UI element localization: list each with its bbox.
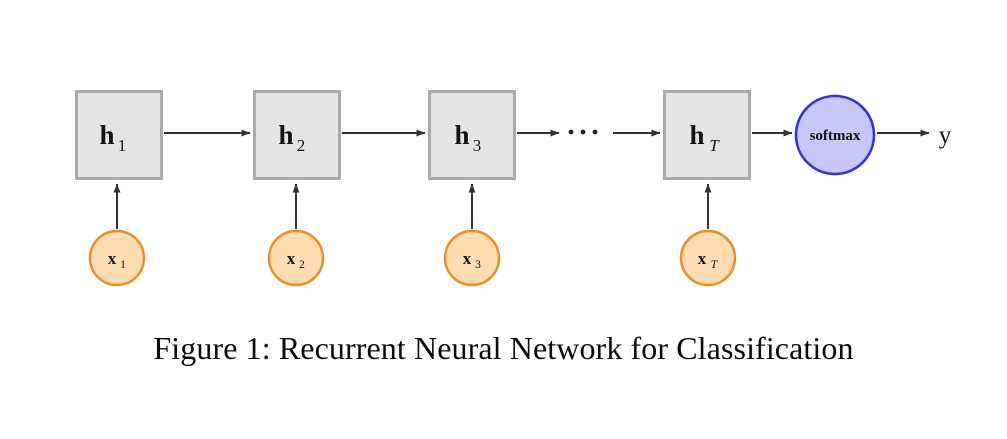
figure-caption: Figure 1: Recurrent Neural Network for C…: [153, 330, 854, 366]
hidden-state-subscript-h1: 1: [118, 136, 127, 155]
hidden-state-box-h2: [253, 90, 341, 180]
hidden-state-node-h2[interactable]: h 2: [253, 90, 341, 180]
input-node-x3[interactable]: x 3: [443, 229, 501, 287]
hidden-state-box-h3: [428, 90, 516, 180]
input-arrow-group: [113, 183, 712, 229]
input-subscript-x1: 1: [120, 259, 126, 271]
hidden-state-node-h3[interactable]: h 3: [428, 90, 516, 180]
input-subscript-xT: T: [711, 259, 719, 271]
hidden-state-label-h2: h: [278, 120, 293, 150]
input-node-xT[interactable]: x T: [679, 229, 737, 287]
input-subscript-x3: 3: [475, 259, 481, 271]
input-subscript-x2: 2: [299, 259, 305, 271]
input-label-x1: x: [108, 249, 117, 268]
input-node-group: x 1 x 2 x 3 x T: [88, 229, 737, 287]
hidden-state-group: h 1 h 2 h 3 h T: [75, 90, 751, 180]
hidden-state-node-hT[interactable]: h T: [663, 90, 751, 180]
hidden-state-label-h1: h: [99, 120, 114, 150]
hidden-state-subscript-h2: 2: [297, 136, 306, 155]
hidden-state-box-h1: [75, 90, 163, 180]
hidden-state-label-h3: h: [454, 120, 469, 150]
softmax-node[interactable]: softmax: [794, 94, 876, 176]
input-circle-x3: [443, 229, 501, 287]
input-label-x3: x: [463, 249, 472, 268]
ellipsis-icon: [568, 129, 598, 135]
input-label-xT: x: [698, 249, 707, 268]
softmax-label: softmax: [810, 128, 861, 144]
hidden-state-subscript-h3: 3: [473, 136, 482, 155]
hidden-state-subscript-hT: T: [709, 136, 720, 155]
input-circle-xT: [679, 229, 737, 287]
hidden-state-node-h1[interactable]: h 1: [75, 90, 163, 180]
input-node-x2[interactable]: x 2: [267, 229, 325, 287]
hidden-state-box-hT: [663, 90, 751, 180]
softmax-circle: [794, 94, 876, 176]
input-node-x1[interactable]: x 1: [88, 229, 146, 287]
hidden-state-label-hT: h: [689, 120, 704, 150]
input-label-x2: x: [287, 249, 296, 268]
input-circle-x1: [88, 229, 146, 287]
input-circle-x2: [267, 229, 325, 287]
output-label-y: y: [939, 122, 952, 149]
